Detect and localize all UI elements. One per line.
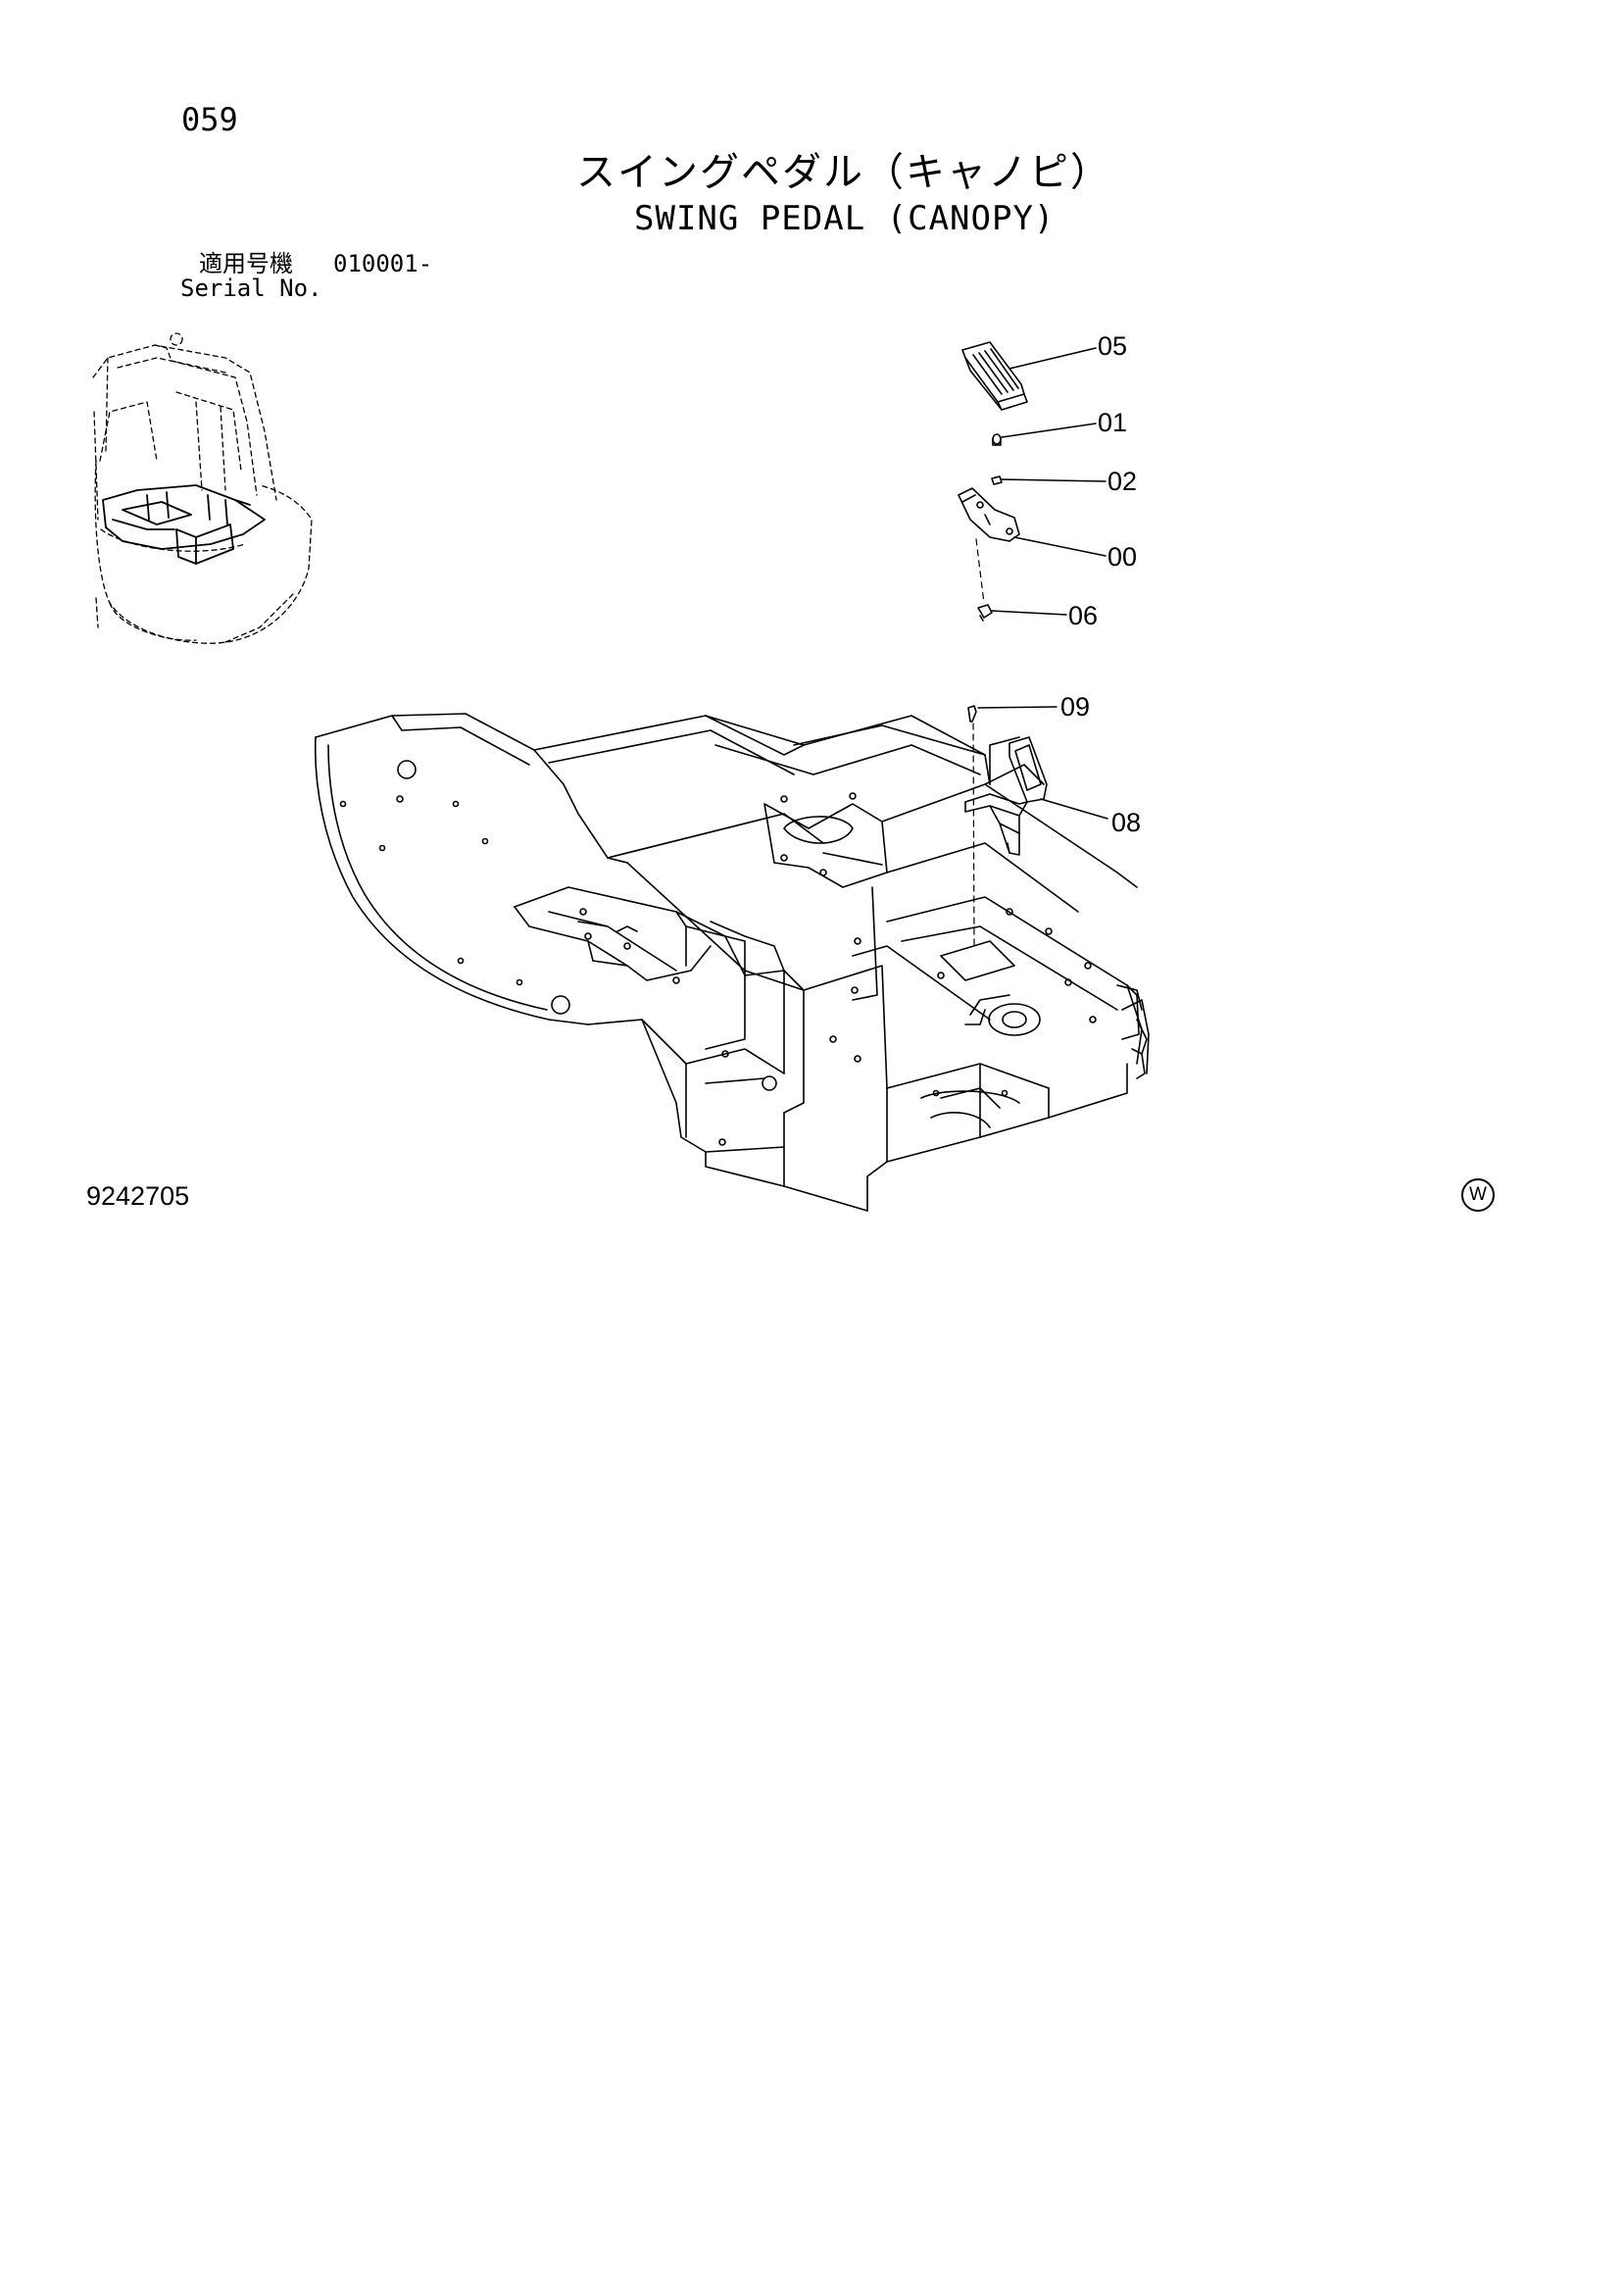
part-02-screw (992, 476, 1002, 484)
serial-label-english: Serial No. (180, 275, 322, 302)
serial-code: 010001- (333, 250, 433, 277)
leader-lines (978, 348, 1107, 819)
title-japanese: スイングペダル（キャノピ） (576, 150, 1111, 195)
floor-frame (316, 714, 1149, 1211)
callout-02: 02 (1107, 467, 1138, 496)
thumbnail-highlighted-area (103, 485, 265, 564)
serial-label-japanese: 適用号機 (199, 250, 293, 277)
title-english: SWING PEDAL (CANOPY) (634, 199, 1056, 238)
callout-08: 08 (1111, 808, 1142, 837)
part-08-pedal-assembly (965, 737, 1047, 855)
drawing-number: 9242705 (86, 1181, 190, 1211)
callout-06: 06 (1068, 601, 1099, 630)
assembly-axis-lines (973, 539, 984, 946)
circled-w-mark: W (1461, 1178, 1495, 1212)
callout-09: 09 (1060, 692, 1091, 722)
machine-location-thumbnail (93, 333, 312, 643)
part-09-bolt (968, 706, 976, 722)
part-06-nut (978, 605, 992, 621)
callout-01: 01 (1098, 408, 1128, 437)
callout-05: 05 (1098, 331, 1128, 361)
part-00-bracket (959, 488, 1019, 541)
part-01-pin (993, 434, 1001, 445)
part-05-pedal-pad (962, 342, 1027, 410)
page-number: 059 (181, 101, 238, 138)
callout-00: 00 (1107, 542, 1138, 572)
